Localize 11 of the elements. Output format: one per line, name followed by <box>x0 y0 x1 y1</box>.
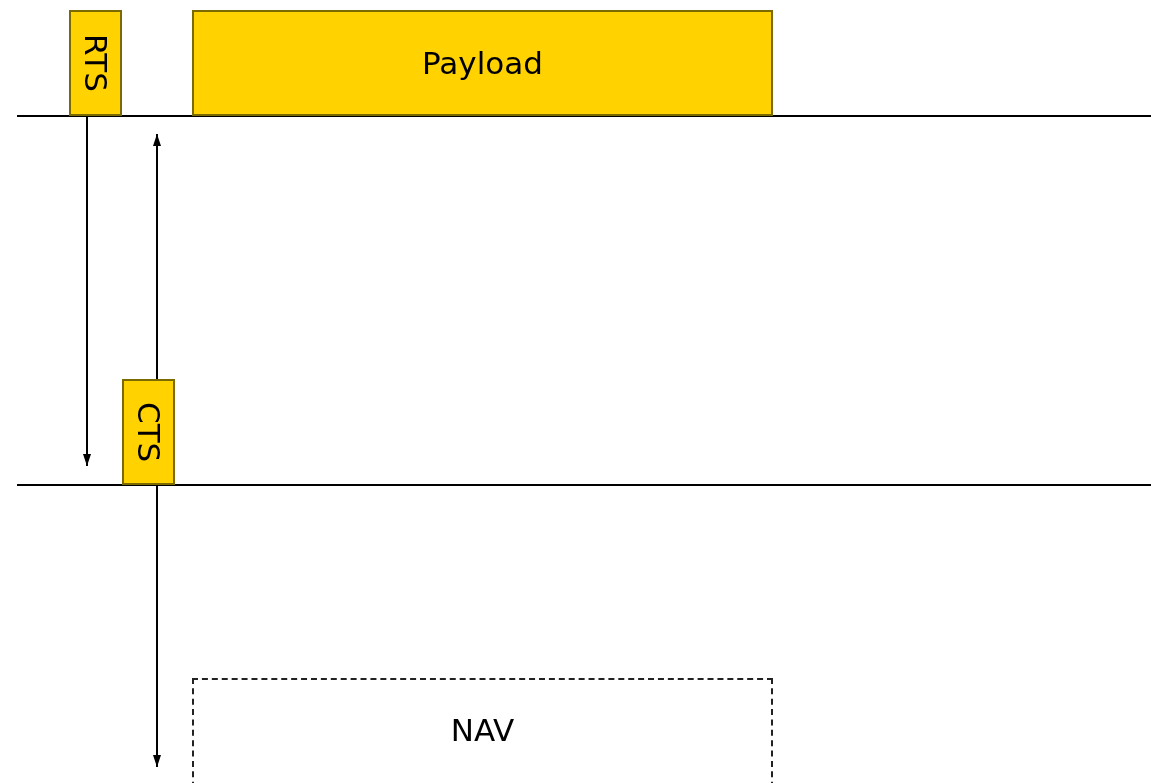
frame-label: NAV <box>450 715 515 746</box>
arrow <box>153 484 161 768</box>
dashed-frame-block <box>192 678 773 783</box>
frame-label: RTS <box>80 34 111 92</box>
frame-label: Payload <box>422 47 543 79</box>
arrow <box>153 133 161 380</box>
arrow <box>83 115 91 467</box>
frame-block <box>69 10 122 116</box>
frame-label: CTS <box>133 401 164 463</box>
frame-block <box>122 379 175 485</box>
frame-block <box>192 10 773 116</box>
